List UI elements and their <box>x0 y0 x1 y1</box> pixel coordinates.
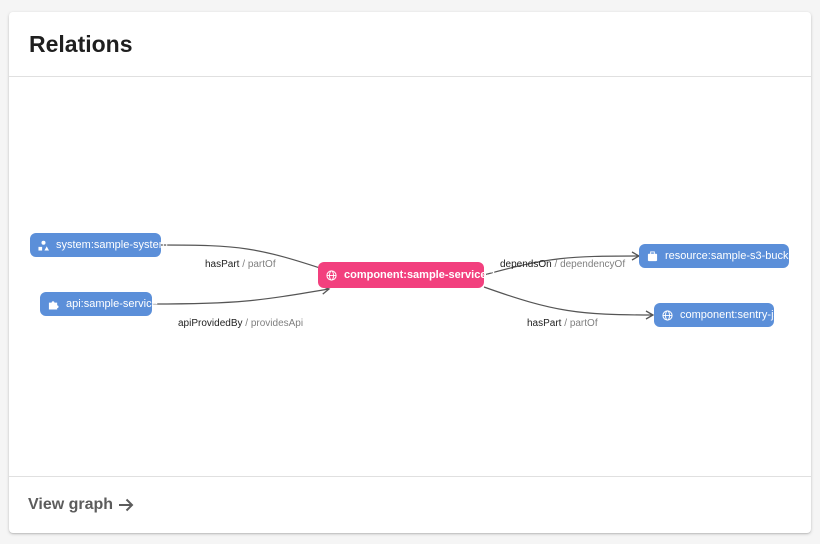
edge-label-center-resource: dependsOn / dependencyOf <box>500 259 626 270</box>
edge-label-api-center: apiProvidedBy / providesApi <box>178 318 304 329</box>
node-label: component:sentry-js <box>680 309 780 321</box>
node-resource-sample-s3-bucket[interactable]: resource:sample-s3-bucket <box>639 244 798 268</box>
card-title: Relations <box>29 31 133 57</box>
node-label: resource:sample-s3-bucket <box>665 250 798 262</box>
edge-label-center-sentry: hasPart / partOf <box>527 318 598 329</box>
node-component-sentry-js[interactable]: component:sentry-js <box>654 303 779 327</box>
view-graph-label: View graph <box>28 496 114 513</box>
bucket-icon <box>647 250 658 262</box>
graph-edges <box>151 244 655 320</box>
view-graph-link[interactable]: View graph <box>28 496 135 514</box>
card-footer: View graph <box>9 476 811 533</box>
edge-center-sentry <box>483 286 655 320</box>
puzzle-icon <box>48 298 59 310</box>
relations-graph[interactable]: hasPart / partOf apiProvidedBy / provide… <box>9 77 811 477</box>
edge-api-center <box>151 285 331 305</box>
edge-system-center <box>160 244 331 274</box>
web-icon <box>326 269 337 281</box>
edge-label-system-center: hasPart / partOf <box>205 259 276 270</box>
system-icon <box>38 239 49 251</box>
edge-center-resource <box>483 251 641 276</box>
arrow-right-icon <box>119 498 134 512</box>
node-label: component:sample-service-1 <box>344 269 497 281</box>
node-label: system:sample-system <box>56 239 168 251</box>
node-system-sample-system[interactable]: system:sample-system <box>30 233 168 257</box>
web-icon <box>662 309 673 321</box>
relations-card: Relations hasPart / partOf apiProvidedBy… <box>9 12 811 533</box>
node-api-sample-service[interactable]: api:sample-service <box>40 292 158 316</box>
node-component-sample-service-1[interactable]: component:sample-service-1 <box>318 262 496 288</box>
node-label: api:sample-service <box>66 298 158 310</box>
card-header: Relations <box>9 12 811 77</box>
